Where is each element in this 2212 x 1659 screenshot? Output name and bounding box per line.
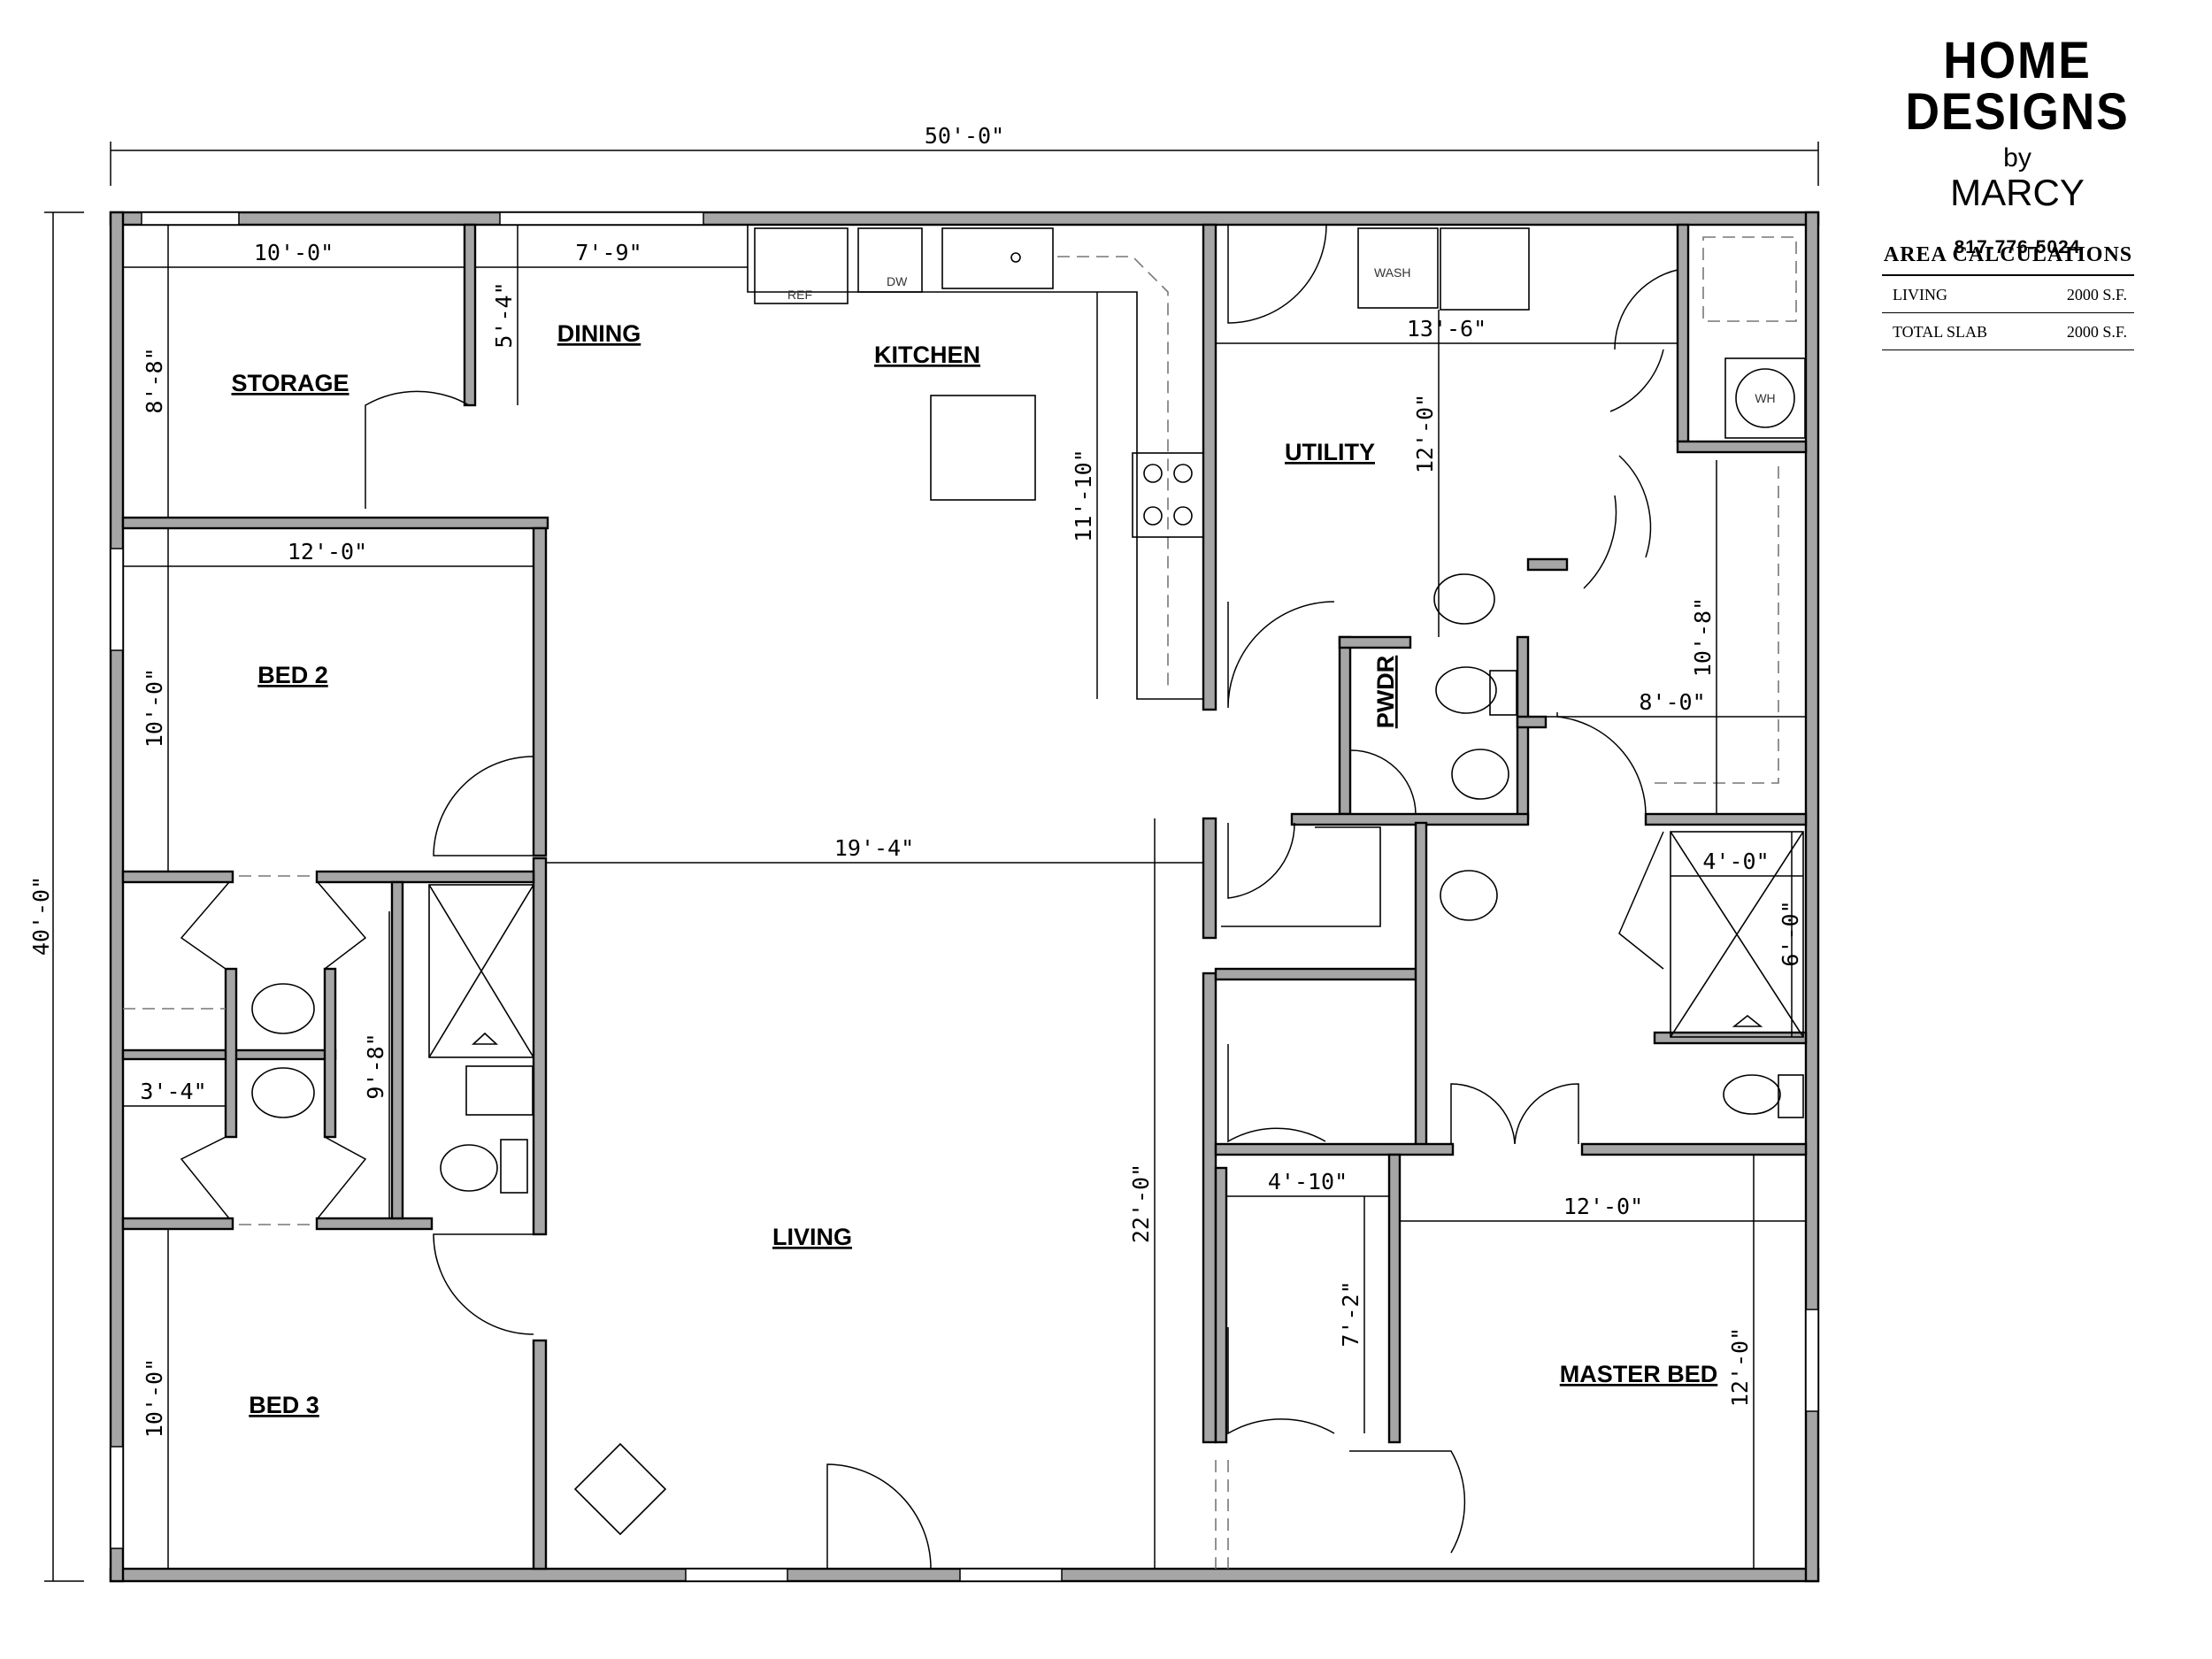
wash-label: WASH xyxy=(1374,265,1410,280)
dim-bed2-depth: 10'-0" xyxy=(142,668,167,748)
dim-wic-depth: 7'-2" xyxy=(1338,1280,1363,1347)
area-calculations: AREA CALCULATIONS LIVING 2000 S.F. TOTAL… xyxy=(1882,243,2134,350)
room-labels: STORAGE DINING KITCHEN UTILITY BED 2 PWD… xyxy=(231,320,1717,1418)
room-dining: DINING xyxy=(557,320,641,347)
dim-shower-width: 4'-0" xyxy=(1702,849,1769,874)
room-pwdr: PWDR xyxy=(1372,656,1399,729)
dw-label: DW xyxy=(887,274,908,288)
dim-closet-width: 3'-4" xyxy=(140,1079,206,1104)
wh-label: WH xyxy=(1755,391,1775,405)
dim-shower-depth: 6'-0" xyxy=(1778,900,1803,966)
room-master-bed: MASTER BED xyxy=(1560,1361,1718,1387)
area-row: TOTAL SLAB 2000 S.F. xyxy=(1882,313,2134,350)
dim-bath-depth: 9'-8" xyxy=(363,1033,388,1099)
dim-utility-width: 13'-6" xyxy=(1407,316,1486,342)
dimension-labels: 50'-0" 40'-0" 10'-0" 8'-8" 7'-9" 5'-4" 1… xyxy=(28,123,1803,1438)
room-living: LIVING xyxy=(772,1224,852,1250)
area-row-label: LIVING xyxy=(1893,286,1947,303)
room-kitchen: KITCHEN xyxy=(874,342,980,368)
room-utility: UTILITY xyxy=(1285,439,1375,465)
brand-title: HOME DESIGNS xyxy=(1905,32,2130,141)
dim-master-width: 12'-0" xyxy=(1563,1194,1643,1219)
dim-dining-width: 7'-9" xyxy=(575,240,641,265)
fixtures: REF DW WASH WH xyxy=(123,225,1806,1569)
dim-storage-depth: 8'-8" xyxy=(142,347,167,413)
phone-number: 817-776-5024 xyxy=(1954,237,2081,258)
dim-dining-depth: 5'-4" xyxy=(491,281,517,348)
room-bed-3: BED 3 xyxy=(249,1392,319,1418)
dim-master-bath-depth: 10'-8" xyxy=(1690,597,1716,677)
dim-overall-width: 50'-0" xyxy=(925,123,1004,149)
ref-label: REF xyxy=(787,288,812,302)
dim-living-depth: 22'-0" xyxy=(1128,1164,1154,1243)
dim-storage-width: 10'-0" xyxy=(254,240,334,265)
brand-by: by xyxy=(2003,143,2032,173)
dim-utility-depth: 12'-0" xyxy=(1412,394,1438,473)
dim-overall-depth: 40'-0" xyxy=(28,876,54,956)
area-row-value: 2000 S.F. xyxy=(2066,286,2127,303)
dimension-lines xyxy=(44,142,1819,1582)
brand-name: MARCY xyxy=(1950,172,2085,213)
dim-master-bath-width: 8'-0" xyxy=(1639,689,1705,715)
windows xyxy=(110,211,1819,1582)
room-storage: STORAGE xyxy=(231,370,349,396)
dim-living-width: 19'-4" xyxy=(834,835,914,861)
dim-bed2-width: 12'-0" xyxy=(288,539,367,565)
dim-master-depth: 12'-0" xyxy=(1727,1327,1753,1407)
area-row-value: 2000 S.F. xyxy=(2066,323,2127,341)
dim-wic-width: 4'-10" xyxy=(1268,1169,1348,1194)
area-row: LIVING 2000 S.F. xyxy=(1882,276,2134,313)
dim-bed3-depth: 10'-0" xyxy=(142,1358,167,1438)
title-block: HOME DESIGNS by MARCY 817-776-5024 xyxy=(1823,35,2212,258)
doors xyxy=(180,224,1678,1570)
area-row-label: TOTAL SLAB xyxy=(1893,323,1988,341)
area-title: AREA CALCULATIONS xyxy=(1882,243,2134,276)
room-bed-2: BED 2 xyxy=(257,662,328,688)
dim-kitchen-depth: 11'-10" xyxy=(1071,449,1096,541)
